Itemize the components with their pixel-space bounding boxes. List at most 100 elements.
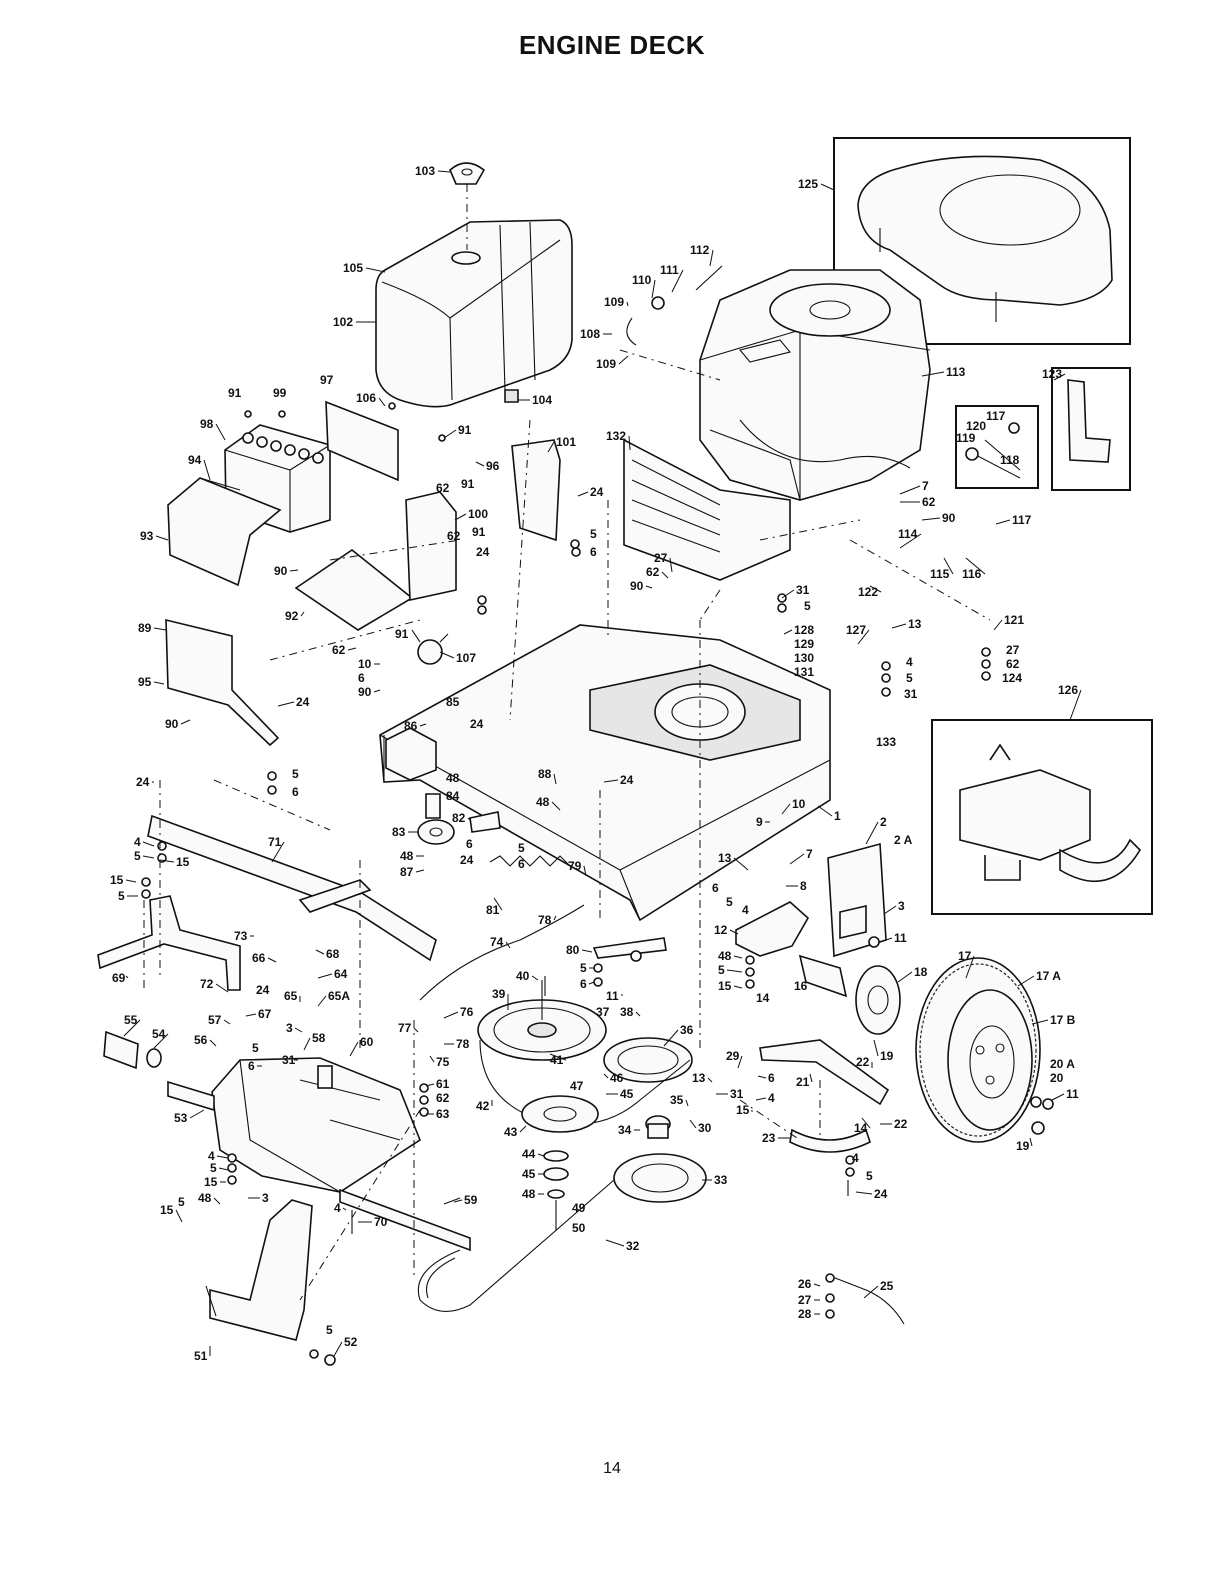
callout-leader: [142, 841, 155, 847]
part-callout-109: 109: [596, 357, 616, 371]
inset-box-bracket-123: [1051, 367, 1131, 491]
screen-132: [623, 438, 791, 581]
inset-box-engine-shroud: [833, 137, 1131, 345]
part-callout-62: 62: [436, 481, 450, 495]
part-callout-8: 8: [800, 879, 807, 893]
part-callout-24: 24: [590, 485, 604, 499]
part-callout-67: 67: [258, 1007, 272, 1021]
part-callout-6: 6: [466, 837, 473, 851]
part-callout-90: 90: [630, 579, 644, 593]
part-callout-127: 127: [846, 623, 866, 637]
callout-leader: [203, 459, 211, 481]
part-callout-5: 5: [134, 849, 141, 863]
hub-34: [645, 1115, 671, 1139]
part-callout-12: 12: [714, 923, 728, 937]
callout-leader: [378, 397, 386, 407]
callout-leader: [443, 429, 457, 439]
part-callout-5: 5: [590, 527, 597, 541]
part-callout-71: 71: [268, 835, 282, 849]
callout-leader: [789, 853, 805, 865]
callout-leader: [413, 1027, 419, 1033]
callout-leader: [618, 355, 629, 365]
pulley-36: [603, 1037, 693, 1083]
part-callout-98: 98: [200, 417, 214, 431]
callout-leader: [661, 571, 669, 579]
callout-leader: [180, 719, 191, 725]
callout-leader: [685, 1099, 689, 1107]
callout-leader: [289, 569, 299, 572]
callout-leader: [635, 1011, 641, 1017]
callout-leader: [215, 423, 226, 441]
part-callout-6: 6: [292, 785, 299, 799]
callout-leader: [549, 1053, 567, 1061]
callout-leader: [707, 1077, 713, 1083]
part-callout-29: 29: [726, 1049, 740, 1063]
callout-leader: [897, 971, 913, 983]
part-callout-66: 66: [252, 951, 266, 965]
callout-leader: [733, 857, 749, 871]
callout-leader: [865, 821, 879, 845]
callout-leader: [342, 1207, 347, 1211]
part-callout-74: 74: [490, 935, 504, 949]
callout-leader: [155, 535, 169, 541]
part-callout-75: 75: [436, 1055, 450, 1069]
part-callout-124: 124: [1002, 671, 1022, 685]
callout-leader: [537, 1153, 545, 1157]
part-callout-121: 121: [1004, 613, 1024, 627]
part-callout-91: 91: [458, 423, 472, 437]
callout-leader: [1069, 689, 1082, 721]
part-callout-48: 48: [522, 1187, 536, 1201]
part-callout-91: 91: [461, 477, 475, 491]
callout-leader: [467, 817, 471, 821]
part-callout-11: 11: [1066, 1087, 1079, 1101]
belt-32: [417, 1179, 615, 1312]
callout-leader: [651, 279, 656, 299]
part-callout-24: 24: [620, 773, 634, 787]
plate-2: [827, 842, 887, 958]
callout-leader: [317, 995, 327, 1007]
page-title: ENGINE DECK: [518, 30, 706, 60]
callout-leader: [809, 1073, 813, 1083]
part-callout-105: 105: [343, 261, 363, 275]
callout-leader: [899, 533, 922, 549]
part-callout-79: 79: [568, 859, 582, 873]
callout-leader: [757, 1075, 767, 1079]
part-callout-13: 13: [718, 851, 732, 865]
callout-leader: [531, 975, 539, 981]
part-callout-129: 129: [794, 637, 814, 651]
part-callout-50: 50: [572, 1221, 586, 1235]
part-callout-41: 41: [550, 1053, 564, 1067]
callout-leader: [475, 461, 485, 467]
part-callout-83: 83: [392, 825, 406, 839]
part-callout-24: 24: [136, 775, 150, 789]
part-callout-95: 95: [138, 675, 152, 689]
part-callout-120: 120: [966, 419, 986, 433]
part-callout-5: 5: [118, 889, 125, 903]
callout-leader: [671, 269, 684, 293]
part-callout-57: 57: [208, 1013, 222, 1027]
callout-leader: [669, 557, 673, 573]
callout-leader: [965, 955, 975, 979]
part-callout-65: 65: [284, 989, 298, 1003]
part-callout-60: 60: [360, 1035, 374, 1049]
drive-pulley-39: [477, 980, 607, 1061]
part-callout-15: 15: [718, 979, 732, 993]
callout-leader: [349, 1041, 359, 1057]
part-callout-110: 110: [632, 273, 652, 287]
part-callout-5: 5: [178, 1195, 185, 1209]
part-callout-24: 24: [470, 717, 484, 731]
callout-leader: [603, 779, 619, 783]
choke-cable-108: [626, 265, 723, 346]
pulley-33: [613, 1153, 707, 1203]
part-callout-5: 5: [906, 671, 913, 685]
callout-leader: [551, 801, 561, 811]
part-callout-39: 39: [492, 987, 506, 1001]
callout-leader: [663, 1029, 679, 1047]
part-callout-55: 55: [124, 1013, 138, 1027]
part-callout-115: 115: [930, 567, 950, 581]
part-callout-15: 15: [160, 1203, 174, 1217]
part-callout-4: 4: [334, 1201, 341, 1215]
callout-leader: [429, 1055, 435, 1063]
part-callout-6: 6: [248, 1059, 255, 1073]
